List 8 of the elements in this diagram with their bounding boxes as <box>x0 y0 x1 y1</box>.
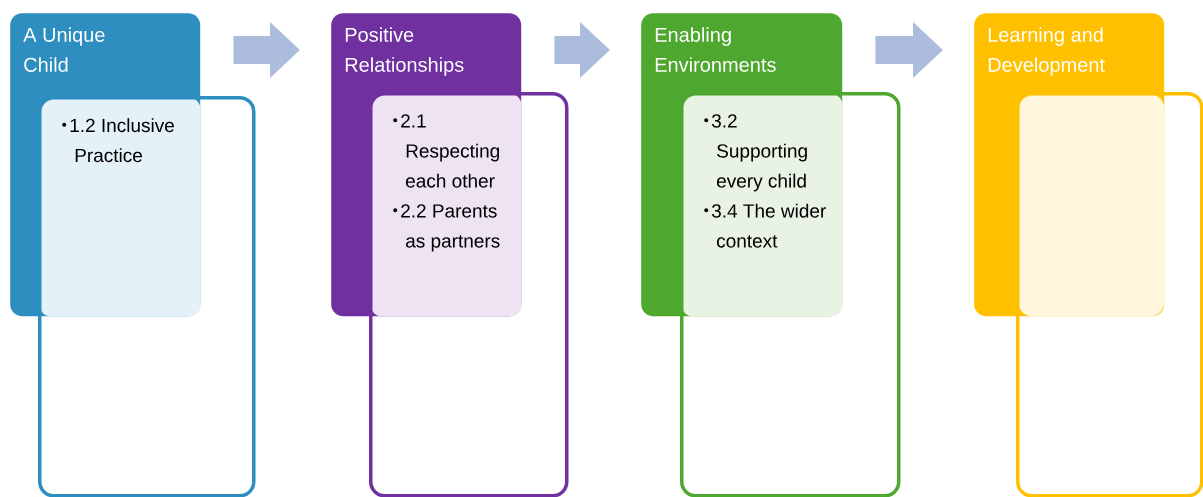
outline-box <box>680 92 901 497</box>
outline-box <box>1016 92 1203 497</box>
content-panel: 1.2 Inclusive Practice <box>40 98 201 317</box>
content-panel: 2.1 Respecting each other 2.2 Parents as partners <box>371 94 522 317</box>
outline-box <box>38 96 256 497</box>
content-panel <box>1018 94 1165 317</box>
outline-box <box>369 92 569 497</box>
content-panel: 3.2 Supporting every child 3.4 The wider context <box>682 94 843 317</box>
